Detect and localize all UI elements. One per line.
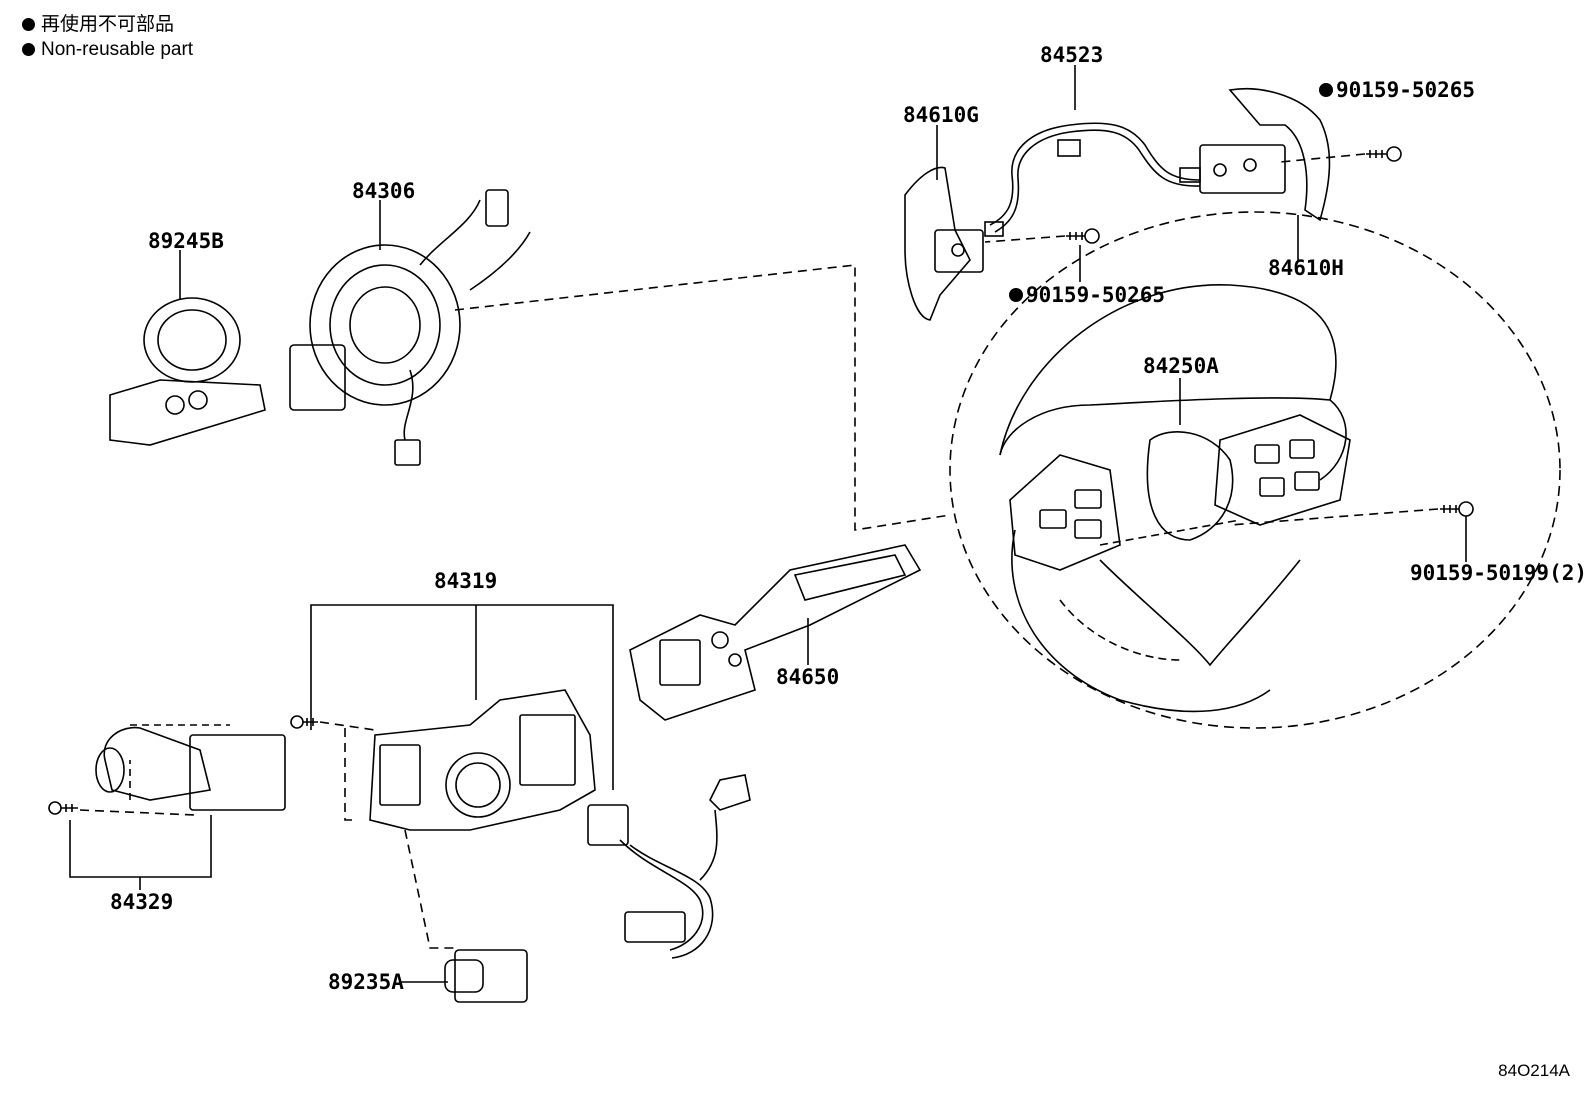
screw-icon[interactable]: [1066, 228, 1100, 244]
connector-line: [344, 728, 355, 821]
label-84306: 84306: [352, 179, 415, 203]
label-90159-50199: 90159-50199(2): [1410, 561, 1587, 585]
legend-row-jp: 再使用不可部品: [22, 12, 193, 37]
paddle-left-drawing[interactable]: [904, 166, 984, 321]
non-reusable-marker-icon: [1319, 83, 1333, 97]
label-84523: 84523: [1040, 43, 1103, 67]
label-84250A: 84250A: [1143, 354, 1219, 378]
steering-sensor-drawing[interactable]: [109, 297, 266, 446]
paddle-right-drawing[interactable]: [1199, 87, 1331, 222]
bullet-icon: [22, 43, 35, 56]
label-90159-50265-top: 90159-50265: [1336, 78, 1475, 102]
combination-switch-body-drawing[interactable]: [369, 689, 596, 831]
label-84329: 84329: [110, 890, 173, 914]
screw-icon[interactable]: [290, 715, 318, 729]
label-90159-50265-mid: 90159-50265: [1026, 283, 1165, 307]
label-89245B: 89245B: [148, 229, 224, 253]
connector-line: [1229, 508, 1439, 526]
paddle-wire-drawing[interactable]: [984, 122, 1201, 237]
label-84650: 84650: [776, 665, 839, 689]
connector-line: [404, 829, 455, 949]
switch-harness-drawing[interactable]: [587, 774, 751, 959]
bullet-icon: [22, 18, 35, 31]
screw-icon[interactable]: [48, 801, 78, 815]
wiper-switch-drawing[interactable]: [629, 544, 922, 721]
non-reusable-marker-icon: [1009, 288, 1023, 302]
connector-line: [984, 235, 1066, 243]
legend-text-jp: 再使用不可部品: [41, 14, 175, 35]
connector-line: [454, 264, 951, 531]
connector-line: [79, 809, 196, 816]
connector-line: [319, 721, 376, 731]
light-switch-drawing[interactable]: [95, 724, 286, 811]
screw-icon[interactable]: [1440, 501, 1474, 517]
legend-row-en: Non-reusable part: [22, 37, 193, 62]
label-89235A: 89235A: [328, 970, 404, 994]
callout-bracket: [69, 815, 212, 878]
connector-line: [1279, 153, 1366, 163]
label-84610G: 84610G: [903, 103, 979, 127]
figure-code: 84O214A: [1498, 1061, 1570, 1080]
label-84610H: 84610H: [1268, 256, 1344, 280]
callout-bracket: [310, 604, 614, 790]
label-84319: 84319: [434, 569, 497, 593]
legend-text-en: Non-reusable part: [41, 39, 194, 60]
legend: 再使用不可部品 Non-reusable part: [22, 12, 193, 62]
start-switch-drawing[interactable]: [444, 949, 528, 1003]
spiral-cable-drawing[interactable]: [289, 189, 531, 466]
steering-wheel-drawing[interactable]: [949, 211, 1561, 729]
screw-icon[interactable]: [1366, 146, 1402, 162]
